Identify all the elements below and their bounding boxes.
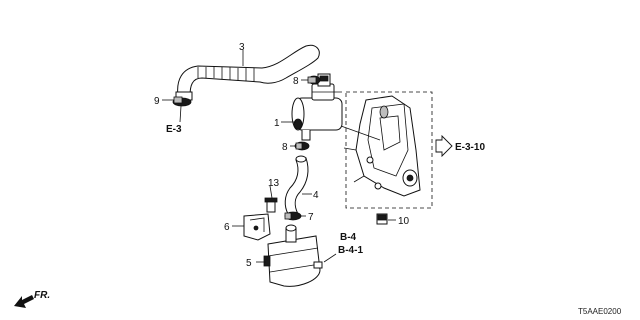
ref-e-3-10: E-3-10	[455, 142, 485, 153]
callout-8-upper: 8	[293, 76, 299, 87]
callout-6: 6	[224, 222, 230, 233]
clamp-part-8-upper	[307, 75, 321, 85]
callout-8-lower: 8	[282, 142, 288, 153]
callout-3: 3	[239, 42, 245, 53]
ref-e-3: E-3	[166, 124, 182, 135]
diagram-code: T5AAE0200	[578, 307, 622, 316]
callout-4: 4	[313, 190, 319, 201]
clamp-part-8-lower	[294, 141, 310, 151]
front-arrow-icon	[14, 295, 34, 308]
hose-part-4	[284, 155, 309, 215]
ref-b-4-1: B-4-1	[338, 245, 363, 256]
callout-13: 13	[268, 178, 280, 189]
canister-part-5	[263, 224, 323, 287]
bracket-part-6	[243, 213, 271, 241]
callout-9: 9	[154, 96, 160, 107]
leader-lines	[162, 50, 396, 263]
front-label: FR.	[34, 290, 50, 301]
ref-e-3-10-arrow	[435, 134, 453, 158]
bracket-reference-box	[345, 91, 433, 209]
callout-5: 5	[246, 258, 252, 269]
nut-part-10	[376, 213, 388, 225]
clamp-part-7	[284, 211, 302, 221]
callout-7: 7	[308, 212, 314, 223]
bracket-assembly	[343, 95, 421, 197]
valve-part-1	[291, 73, 343, 141]
hose-part-3	[175, 44, 320, 101]
bolt-part-13	[264, 197, 278, 213]
callout-10: 10	[398, 216, 410, 227]
ref-b-4: B-4	[340, 232, 357, 243]
callout-1: 1	[274, 118, 280, 129]
